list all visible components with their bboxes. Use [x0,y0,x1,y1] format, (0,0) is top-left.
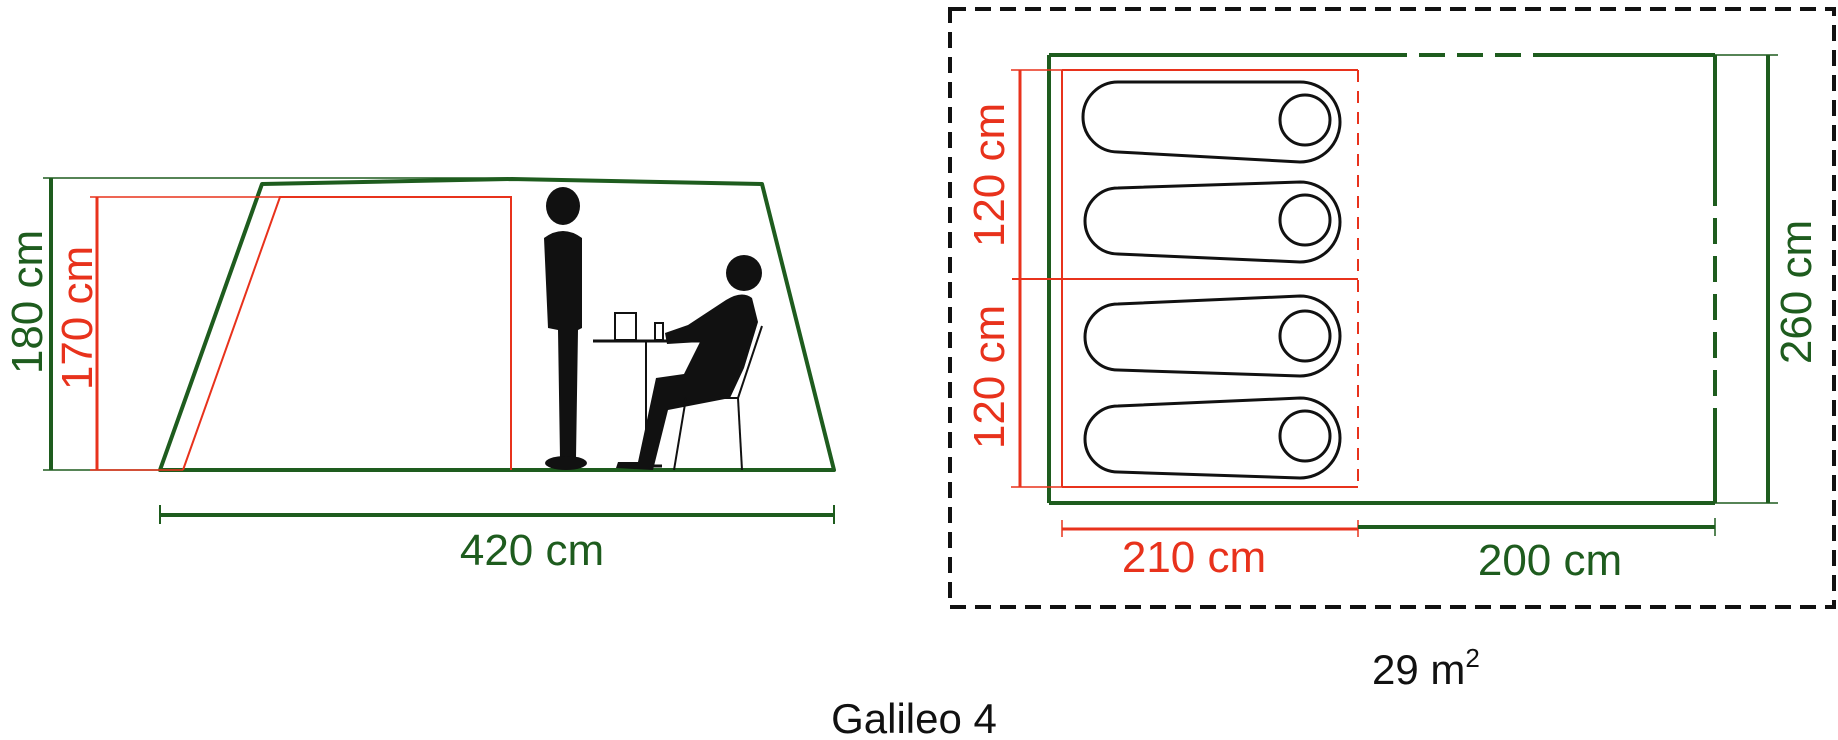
sleeping-bag-icon [1083,294,1342,378]
floor-plan: 120 cm 120 cm 260 cm 210 cm 200 cm [948,7,1836,609]
seated-person-icon [616,255,762,470]
area-value: 29 m [1372,646,1465,693]
area-label: 29 m2 [1372,643,1480,693]
tent-inner-outline [182,196,512,471]
area-superscript: 2 [1465,643,1479,673]
depth-upper-label: 120 cm [965,103,1014,247]
product-name: Galileo 4 [831,695,997,740]
sleeping-bag-icon [1083,396,1342,480]
sleeping-bags [1081,80,1342,480]
chair-icon [673,325,763,471]
tent-outer-outline [158,177,836,472]
standing-person-icon [544,187,587,470]
side-view: 180 cm 170 cm 420 cm [3,177,836,575]
length-label: 420 cm [460,526,604,575]
living-length-label: 200 cm [1478,536,1622,585]
bedroom-length-label: 210 cm [1122,533,1266,582]
sleeping-bag-icon [1083,180,1342,264]
depth-lower-label: 120 cm [965,305,1014,449]
depth-dimension [1011,69,1062,488]
bedroom-outline [1012,69,1359,488]
footprint-outline [948,7,1836,609]
height-inner-label: 170 cm [53,246,102,390]
width-dimension [1715,54,1778,504]
living-length-dimension [1358,518,1716,536]
width-label: 260 cm [1772,220,1821,364]
sleeping-bag-icon [1081,80,1342,164]
height-outer-label: 180 cm [3,230,52,374]
